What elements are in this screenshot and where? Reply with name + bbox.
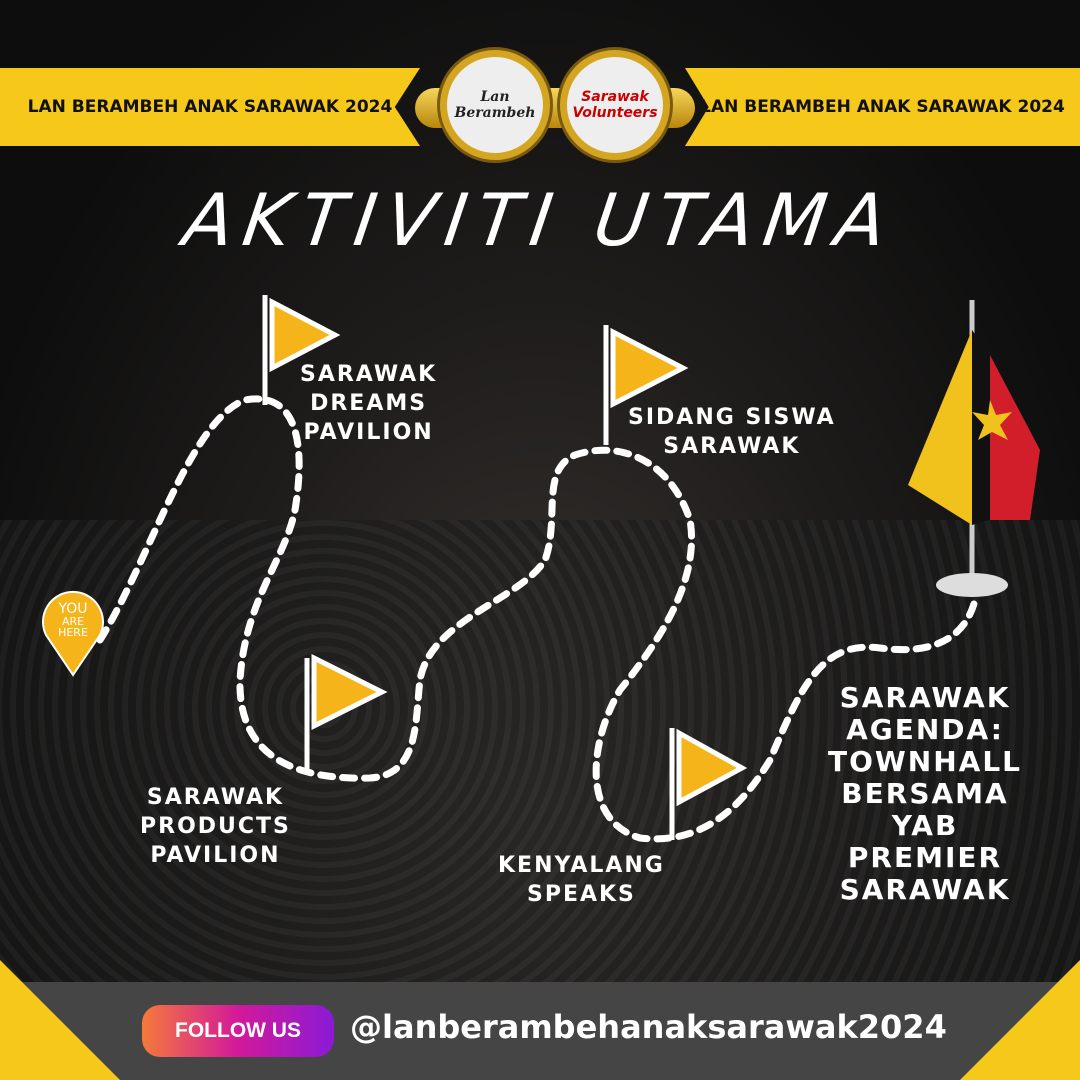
follow-us-button[interactable]: FOLLOW US [142,1005,334,1057]
pin-text: ARE [61,615,85,628]
pin-text: HERE [58,626,88,639]
activity-label-dreams-pavilion: SARAWAK DREAMS PAVILION [300,362,438,445]
banner-right: LAN BERAMBEH ANAK SARAWAK 2024 [685,68,1080,146]
pin-text: YOU [58,601,88,617]
activity-label-sidang-siswa: SIDANG SISWA SARAWAK [628,405,836,459]
you-are-here-pin-icon: YOU ARE HERE [38,590,108,684]
lan-berambeh-logo: Lan Berambeh [440,50,550,160]
activity-label-products-pavilion: SARAWAK PRODUCTS PAVILION [140,785,291,868]
crowd-photo [0,520,1080,990]
flag-icon [262,295,748,840]
activity-label-townhall: SARAWAK AGENDA: TOWNHALL BERSAMA YAB PRE… [828,681,1023,906]
social-handle[interactable]: @lanberambehanaksarawak2024 [350,1008,947,1046]
activity-label-kenyalang-speaks: KENYALANG SPEAKS [498,853,665,907]
sarawak-flag-icon [908,300,1040,597]
sarawak-volunteers-logo: Sarawak Volunteers [560,50,670,160]
banner-left: LAN BERAMBEH ANAK SARAWAK 2024 [0,68,420,146]
